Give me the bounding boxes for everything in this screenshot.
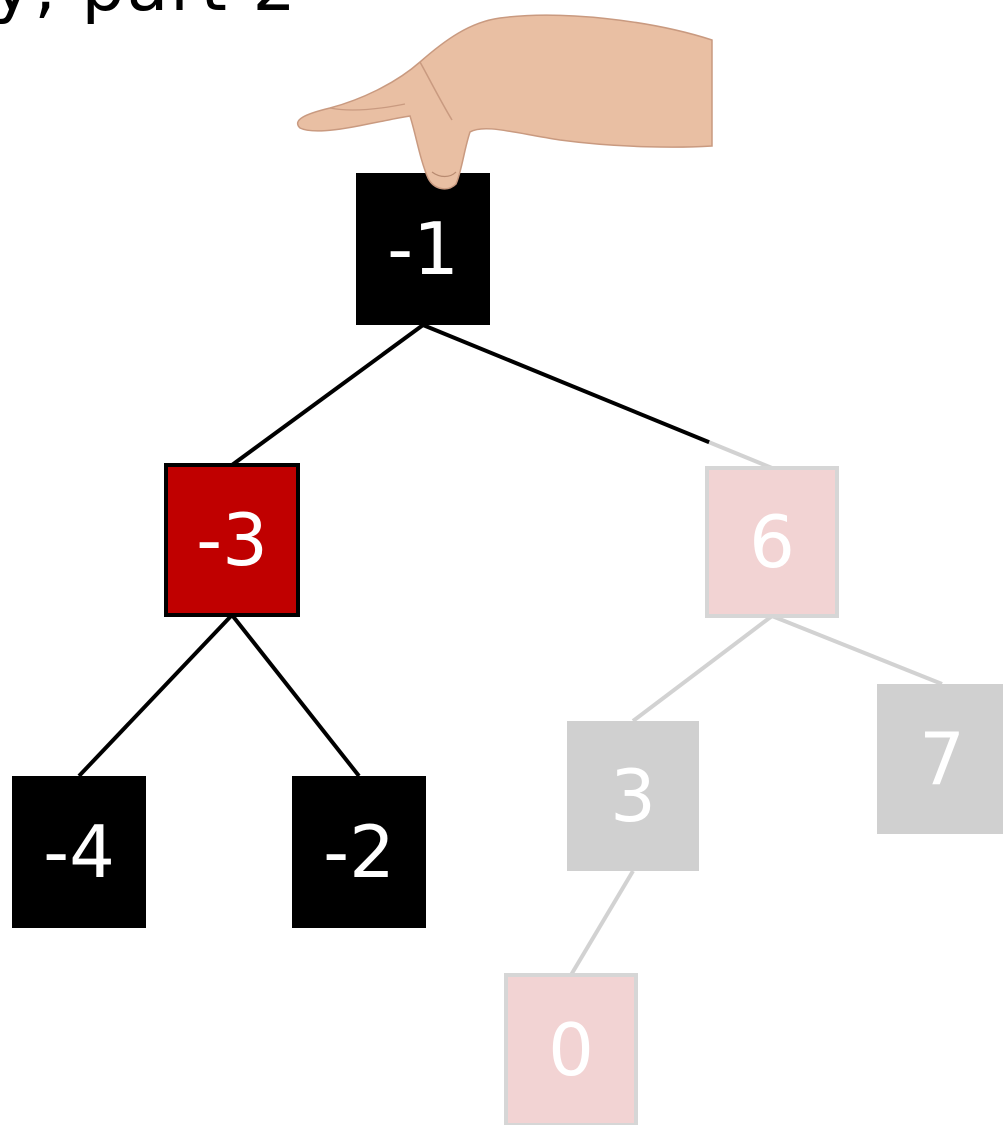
nodes: -1 -3 6 -4 -2 3 7 0: [12, 173, 1003, 1125]
tree-node-n-3: -3: [164, 463, 300, 617]
edges: [77, 323, 943, 977]
tree-edge-n-3-n-2: [230, 613, 361, 778]
tree-node-n6: 6: [705, 466, 839, 618]
tree-edge-n3-n0: [569, 869, 635, 977]
tree-node-label: 6: [749, 500, 795, 584]
tree-node-box: [705, 466, 839, 618]
slide-title-fragment: y, part 2: [0, 0, 298, 27]
tree-node-box: [12, 776, 146, 928]
tree-node-label: -1: [387, 207, 459, 291]
tree-node-box: [292, 776, 426, 928]
tree-node-n3: 3: [567, 721, 699, 871]
tree-node-n-2: -2: [292, 776, 426, 928]
tree-node-box: [567, 721, 699, 871]
tree-node-n-4: -4: [12, 776, 146, 928]
tree-edge-n6-n3: [631, 614, 774, 723]
tree-node-n-1: -1: [356, 173, 490, 325]
tree-edge-n6-n7: [771, 614, 943, 686]
tree-node-n0: 0: [504, 973, 638, 1125]
tree-edge-n-1-n6-active: [422, 323, 710, 445]
tree-node-box: [356, 173, 490, 325]
tree-node-box: [164, 463, 300, 617]
tree-edge-n-1-n6-faded: [708, 440, 773, 470]
tree-node-n7: 7: [877, 684, 1003, 834]
tree-node-label: 3: [610, 754, 656, 838]
tree-node-label: -4: [43, 810, 115, 894]
tree-node-label: -3: [196, 498, 268, 582]
tree-edge-n-3-n-4: [77, 613, 234, 778]
tree-node-box: [504, 973, 638, 1125]
tree-node-label: 0: [548, 1008, 594, 1092]
tree-node-label: 7: [919, 717, 965, 801]
tree-node-label: -2: [323, 810, 395, 894]
hand-icon: [297, 14, 713, 190]
tree-node-box: [877, 684, 1003, 834]
tree-edge-n-1-n-3: [230, 323, 425, 467]
